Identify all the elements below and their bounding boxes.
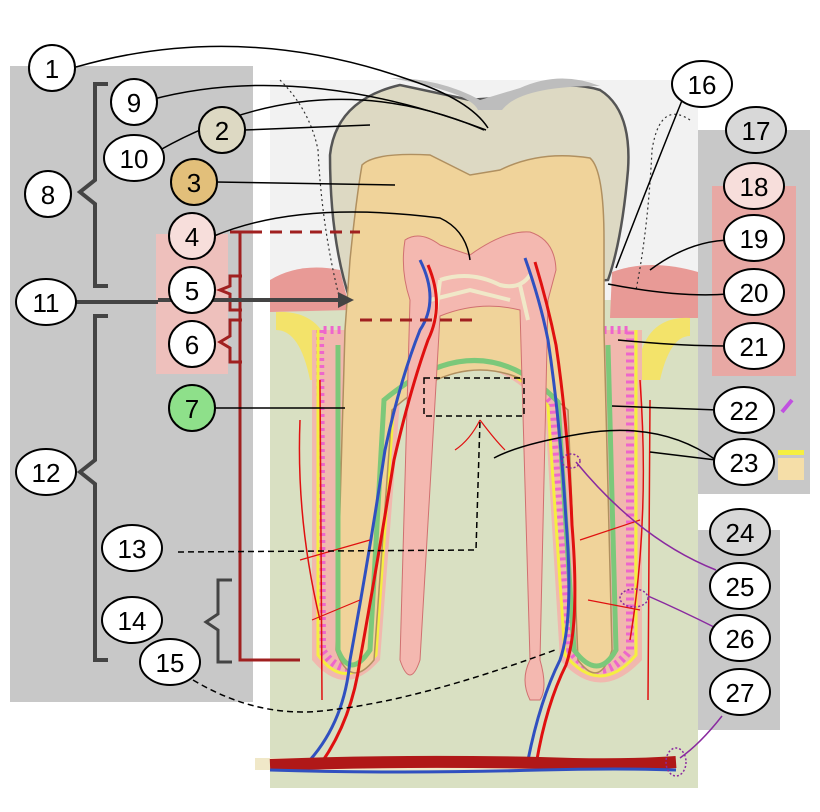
label-14-text: 14 (118, 606, 147, 636)
label-4: 4 (168, 212, 216, 260)
bracket-12 (76, 314, 108, 662)
label-9-text: 9 (127, 88, 141, 118)
vein-right (523, 257, 571, 761)
label-2-text: 2 (215, 116, 229, 146)
label-22-text: 22 (730, 396, 759, 426)
leader-lines (75, 45, 733, 713)
label-16: 16 (671, 60, 733, 108)
bracket-8 (76, 82, 108, 288)
nerve (429, 273, 532, 321)
label-8: 8 (24, 170, 72, 218)
purple-leaders (561, 453, 723, 777)
label-5: 5 (168, 266, 216, 314)
label-4-text: 4 (185, 222, 199, 252)
bottom-vein (269, 767, 677, 774)
label-22: 22 (713, 386, 775, 434)
label-25: 25 (709, 562, 771, 610)
label-7-text: 7 (185, 394, 199, 424)
ligament-vessels (298, 379, 651, 701)
label-25-text: 25 (726, 572, 755, 602)
label-8-text: 8 (41, 180, 55, 210)
label-10-text: 10 (120, 144, 149, 174)
label-26: 26 (709, 614, 771, 662)
label-13: 13 (101, 524, 163, 572)
label-10: 10 (103, 134, 165, 182)
label-17: 17 (725, 106, 787, 154)
artery-left (318, 264, 438, 766)
label-23: 23 (713, 438, 775, 486)
dotted-outline-left (279, 79, 341, 301)
label-1-text: 1 (45, 54, 59, 84)
label-11: 11 (15, 278, 77, 326)
label-15: 15 (139, 638, 201, 686)
label-21: 21 (723, 322, 785, 370)
label-24: 24 (709, 508, 771, 556)
bottom-artery (269, 755, 677, 771)
label-11-text: 11 (33, 288, 60, 318)
label-19: 19 (723, 214, 785, 262)
label-19-text: 19 (740, 224, 769, 254)
root-bracket (238, 230, 300, 662)
label-7: 7 (168, 384, 216, 432)
label-3-text: 3 (187, 168, 201, 198)
label-13-text: 13 (118, 534, 147, 564)
small-vessels (299, 419, 641, 621)
label-6-text: 6 (185, 330, 199, 360)
legend-22-swatch (780, 398, 794, 414)
label-2: 2 (198, 106, 246, 154)
label-12-text: 12 (32, 458, 61, 488)
label-1: 1 (28, 44, 76, 92)
label-27: 27 (709, 668, 771, 716)
label-3: 3 (170, 158, 218, 206)
label-18-text: 18 (740, 172, 769, 202)
label-9: 9 (110, 78, 158, 126)
bracket-5-6 (215, 274, 242, 364)
artery-right (533, 261, 577, 766)
label-26-text: 26 (726, 624, 755, 654)
label-16-text: 16 (688, 70, 717, 100)
label-21-text: 21 (740, 332, 769, 362)
label-20: 20 (723, 268, 785, 316)
label-27-text: 27 (726, 678, 755, 708)
vein-left (308, 259, 432, 761)
label-23-text: 23 (730, 448, 759, 478)
label-12: 12 (15, 448, 77, 496)
label-15-text: 15 (156, 648, 185, 678)
cementum (335, 344, 619, 669)
detail-box (423, 377, 525, 417)
label-18: 18 (723, 162, 785, 210)
label-6: 6 (168, 320, 216, 368)
label-14: 14 (101, 596, 163, 644)
label-5-text: 5 (185, 276, 199, 306)
label-24-text: 24 (726, 518, 755, 548)
arrow-head (338, 292, 354, 308)
label-17-text: 17 (742, 116, 771, 146)
enamel-top-highlight (390, 78, 600, 110)
label-20-text: 20 (740, 278, 769, 308)
legend-23-yellow (778, 450, 804, 455)
bracket-14 (203, 578, 232, 664)
bone-crest-right (640, 317, 690, 380)
legend-23-tan (778, 458, 804, 480)
